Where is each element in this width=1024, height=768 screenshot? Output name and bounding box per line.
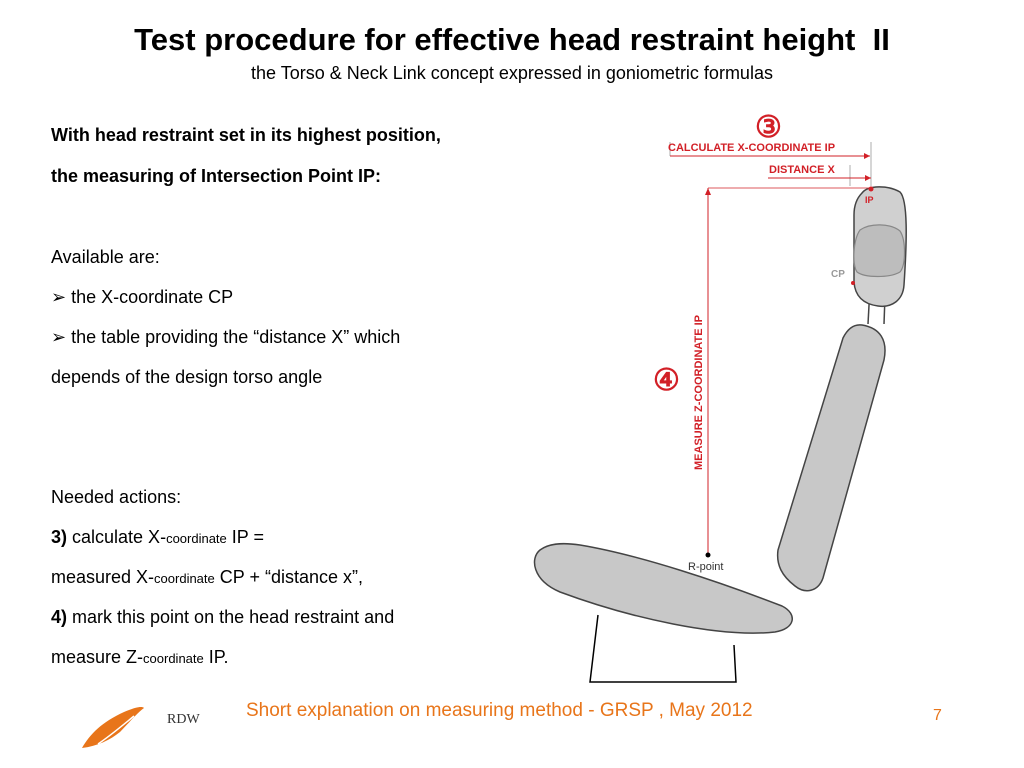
step-4-text-c: IP. [203, 647, 229, 667]
arrow-bullet-icon: ➢ [51, 287, 72, 307]
rdw-logo-icon [82, 707, 144, 748]
calc-x-label: CALCULATE X-COORDINATE IP [668, 142, 835, 154]
step-4-text-a: mark this point on the head restraint an… [67, 607, 395, 627]
step-4-number: 4) [51, 607, 68, 627]
bullet-1-text: the X-coordinate CP [71, 287, 234, 307]
measure-z-arrowhead [705, 188, 711, 195]
step-3-subscript: coordinate [166, 531, 227, 546]
rdw-logo-stripe [97, 715, 135, 745]
available-heading: Available are: [51, 247, 160, 267]
bullet-2-continuation: depends of the design torso angle [51, 367, 323, 387]
bullet-2: ➢ the table providing the “distance X” w… [51, 327, 400, 348]
intro-line-2: the measuring of Intersection Point IP: [51, 166, 382, 186]
seat-cushion [533, 542, 793, 634]
step-4-line-2: measure Z-coordinate IP. [51, 647, 228, 668]
distance-x-label: DISTANCE X [769, 164, 835, 176]
slide-title: Test procedure for effective head restra… [134, 22, 890, 57]
seat-base-frame [589, 614, 737, 683]
step-3-text-c: measured X- [51, 567, 155, 587]
step-4-marker: ④ [653, 364, 680, 397]
intro-line-1: With head restraint set in its highest p… [51, 125, 441, 145]
footer-text: Short explanation on measuring method - … [246, 700, 753, 721]
r-point [705, 552, 711, 558]
arrow-bullet-icon: ➢ [51, 327, 72, 347]
calc-x-arrowhead [864, 153, 870, 159]
rdw-logo-swoosh [82, 707, 144, 748]
bullet-1: ➢ the X-coordinate CP [51, 287, 233, 308]
slide-subtitle: the Torso & Neck Link concept expressed … [251, 63, 773, 83]
cp-point [851, 281, 855, 285]
seat-diagram: IP CP CALCULATE X-COORDINATE IP DISTANCE… [533, 111, 907, 683]
measure-z-label: MEASURE Z-COORDINATE IP [693, 315, 705, 470]
bullet-2-text: the table providing the “distance X” whi… [71, 327, 401, 347]
r-point-label: R-point [688, 561, 723, 573]
step-3-number: 3) [51, 527, 68, 547]
step-3-line-1: 3) calculate X-coordinate IP = [51, 527, 264, 548]
step-3-subscript-2: coordinate [154, 571, 215, 586]
head-restraint-lower-position [853, 224, 906, 278]
step-3-line-2: measured X-coordinate CP + “distance x”, [51, 567, 363, 588]
step-3-text-b: IP = [226, 527, 264, 547]
needed-heading: Needed actions: [51, 487, 182, 507]
page-number: 7 [933, 707, 942, 724]
cp-label: CP [831, 269, 845, 280]
distance-x-arrowhead [865, 175, 871, 181]
ip-point [868, 186, 874, 192]
step-3-text-d: CP + “distance x”, [214, 567, 363, 587]
seat-backrest [776, 324, 886, 592]
step-3-marker: ③ [755, 111, 782, 144]
step-4-line-1: 4) mark this point on the head restraint… [51, 607, 394, 628]
ip-label: IP [865, 195, 874, 205]
step-4-text-b: measure Z- [51, 647, 144, 667]
rdw-logo-text: RDW [167, 712, 200, 727]
step-4-subscript: coordinate [143, 651, 204, 666]
step-3-text-a: calculate X- [67, 527, 167, 547]
